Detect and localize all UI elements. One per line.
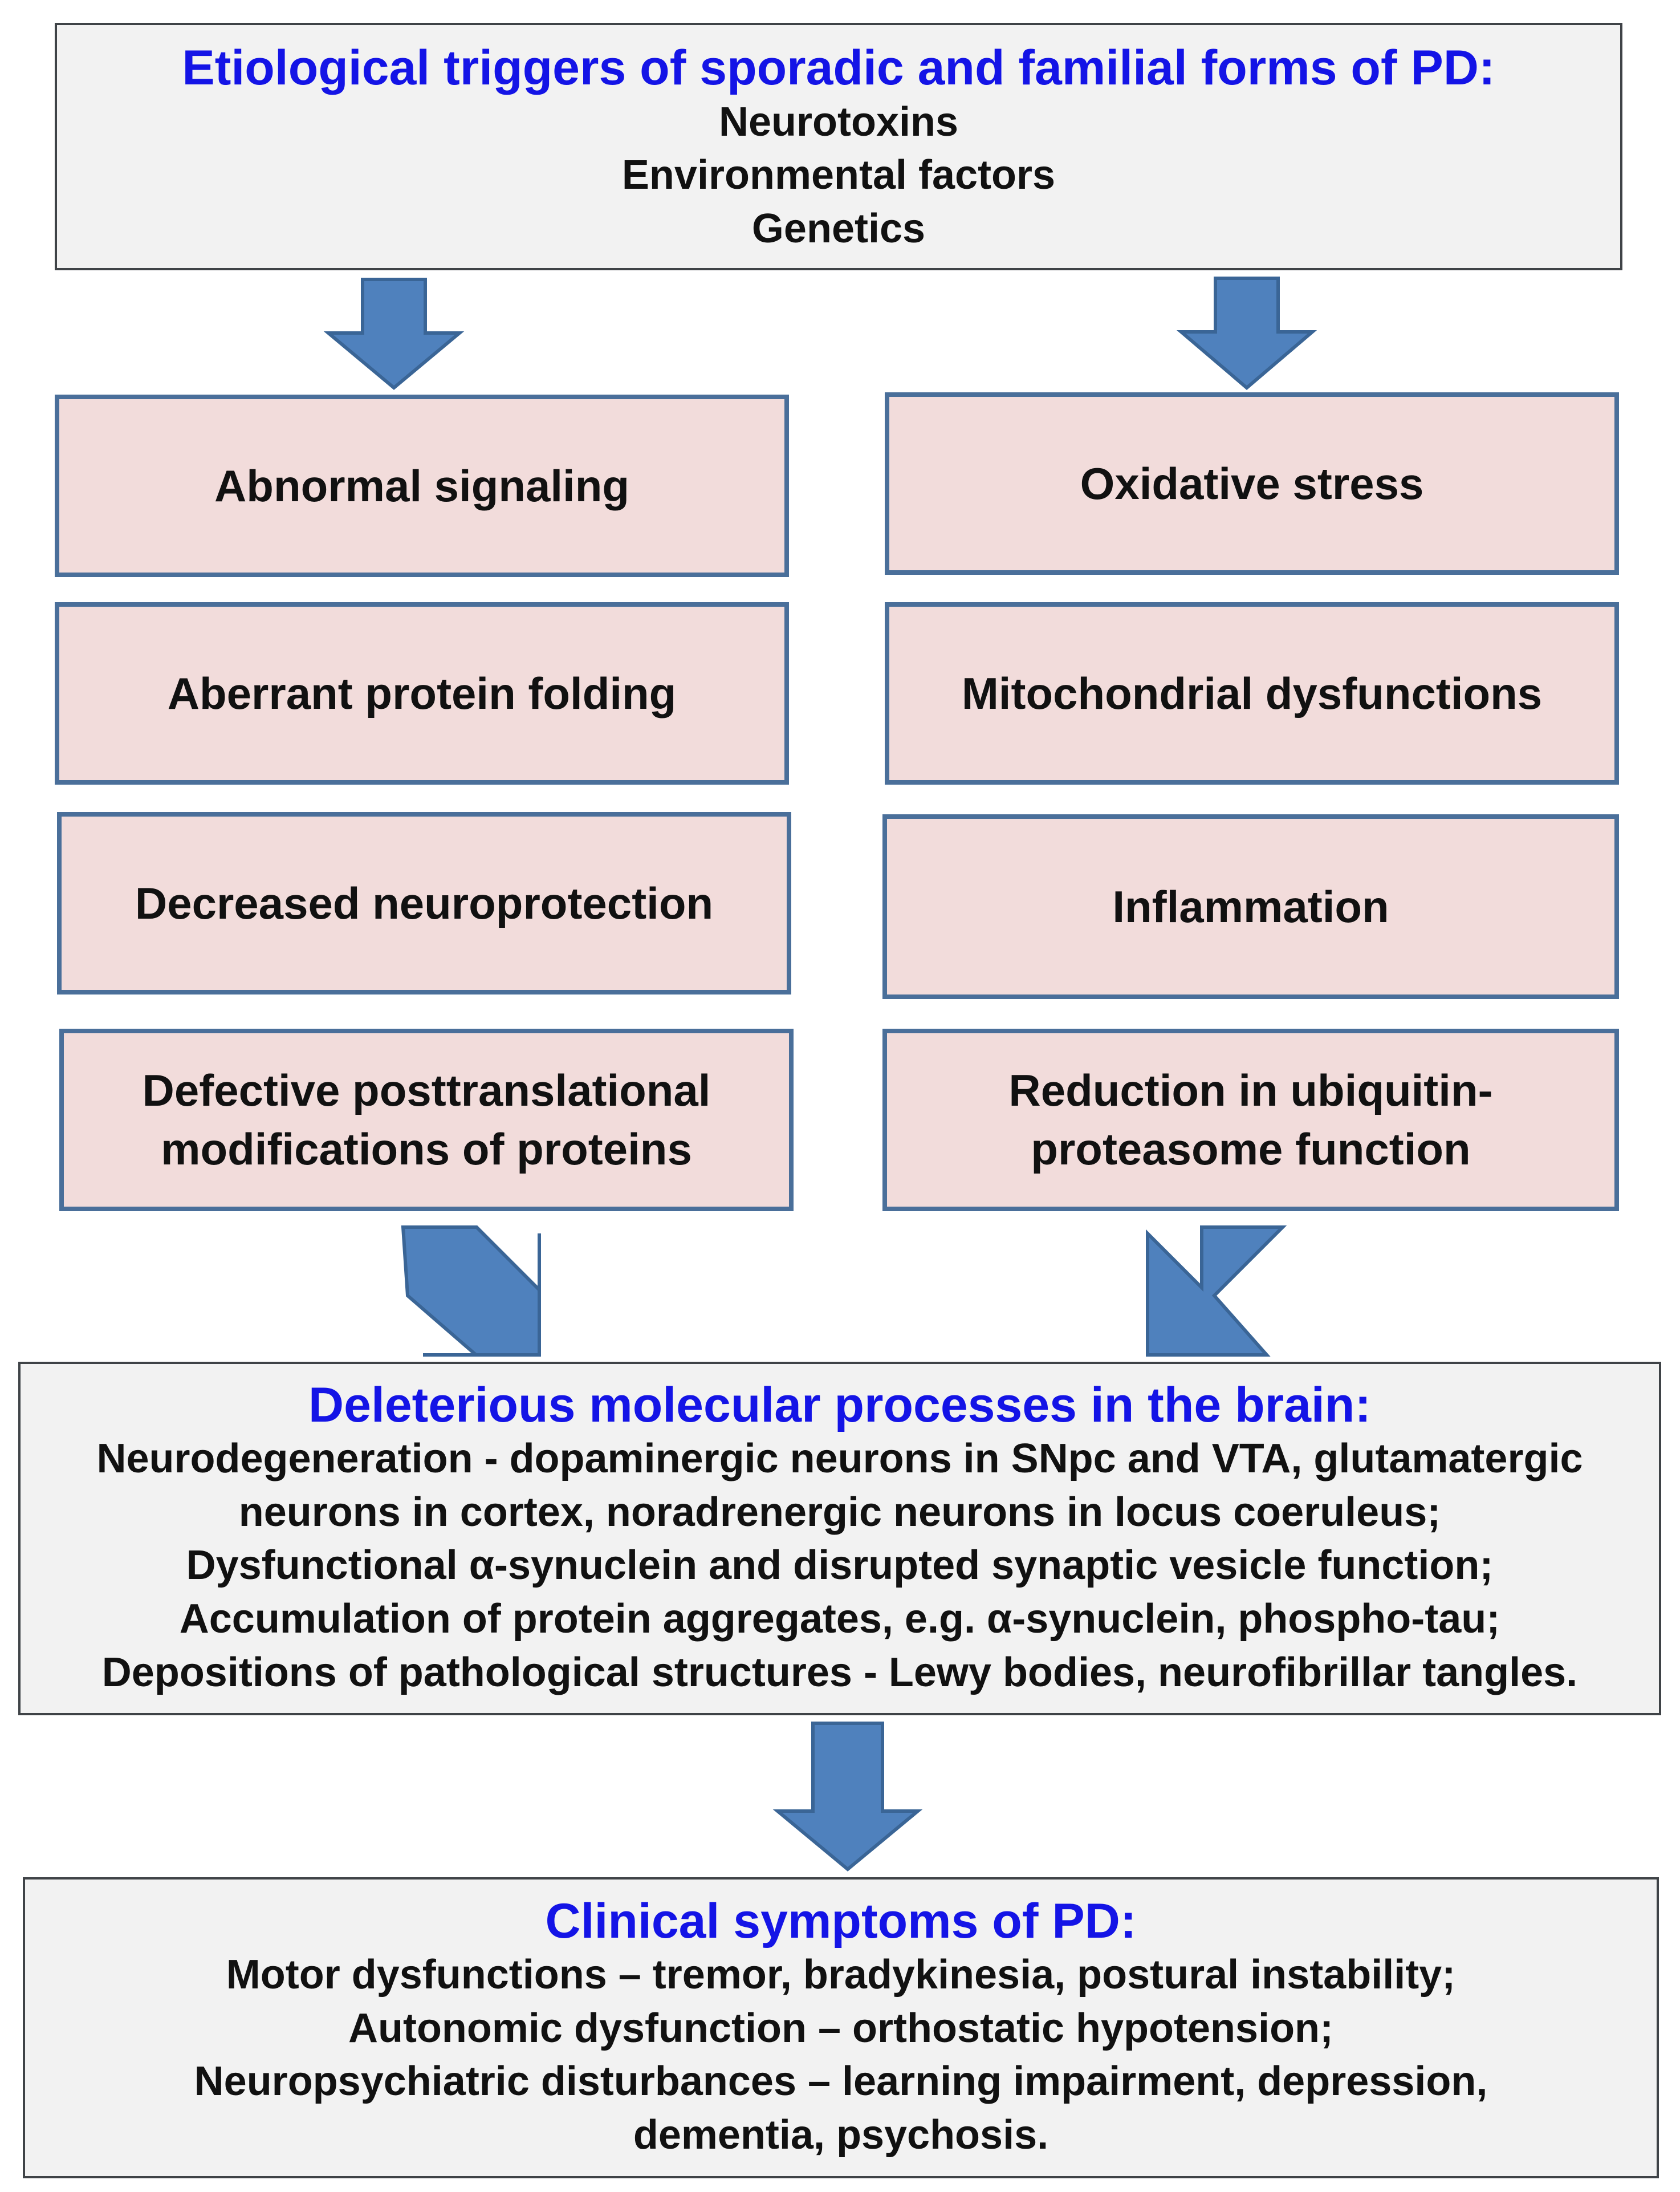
molecular-line: Neurodegeneration - dopaminergic neurons… [96, 1436, 1583, 1482]
molecular-title: Deleterious molecular processes in the b… [308, 1377, 1371, 1432]
process-box-left: Abnormal signaling [55, 395, 789, 577]
arrow-down-center [772, 1722, 923, 1872]
arrow-diagonal-right [1146, 1225, 1287, 1357]
process-label: Defective posttranslational [142, 1065, 711, 1116]
process-label: Inflammation [1112, 881, 1389, 932]
molecular-line: Depositions of pathological structures -… [101, 1649, 1578, 1695]
process-box-right: Inflammation [882, 814, 1619, 999]
process-label: Reduction in ubiquitin- [1008, 1065, 1493, 1116]
process-label: Decreased neuroprotection [135, 878, 714, 928]
arrow-diagonal-left [401, 1225, 541, 1357]
clinical-panel: Clinical symptoms of PD: Motor dysfuncti… [23, 1877, 1659, 2178]
process-box-left: Defective posttranslational modification… [59, 1029, 794, 1211]
clinical-title: Clinical symptoms of PD: [545, 1893, 1137, 1949]
arrow-down-right [1176, 277, 1317, 390]
process-label: Oxidative stress [1080, 458, 1424, 509]
process-box-left: Decreased neuroprotection [57, 812, 791, 994]
process-label: Abnormal signaling [214, 460, 630, 511]
clinical-line: Autonomic dysfunction – orthostatic hypo… [348, 2005, 1333, 2051]
process-label: modifications of proteins [161, 1124, 692, 1174]
process-label: Mitochondrial dysfunctions [961, 668, 1543, 719]
process-box-left: Aberrant protein folding [55, 602, 789, 785]
triggers-panel: Etiological triggers of sporadic and fam… [55, 23, 1622, 270]
process-box-right: Mitochondrial dysfunctions [885, 602, 1619, 785]
clinical-line: dementia, psychosis. [633, 2112, 1049, 2158]
triggers-title: Etiological triggers of sporadic and fam… [182, 40, 1495, 96]
molecular-panel: Deleterious molecular processes in the b… [18, 1362, 1661, 1715]
molecular-line: neurons in cortex, noradrenergic neurons… [238, 1489, 1441, 1535]
trigger-line: Neurotoxins [718, 99, 959, 145]
trigger-line: Genetics [751, 205, 926, 251]
molecular-line: Dysfunctional α-synuclein and disrupted … [186, 1542, 1494, 1589]
arrow-down-left [323, 278, 465, 390]
molecular-line: Accumulation of protein aggregates, e.g.… [179, 1596, 1500, 1642]
process-box-right: Reduction in ubiquitin- proteasome funct… [882, 1029, 1619, 1211]
process-label: Aberrant protein folding [167, 668, 677, 719]
process-label: proteasome function [1031, 1124, 1471, 1174]
clinical-line: Neuropsychiatric disturbances – learning… [194, 2059, 1488, 2105]
trigger-line: Environmental factors [621, 152, 1056, 198]
clinical-line: Motor dysfunctions – tremor, bradykinesi… [226, 1951, 1456, 1998]
process-box-right: Oxidative stress [885, 392, 1619, 575]
